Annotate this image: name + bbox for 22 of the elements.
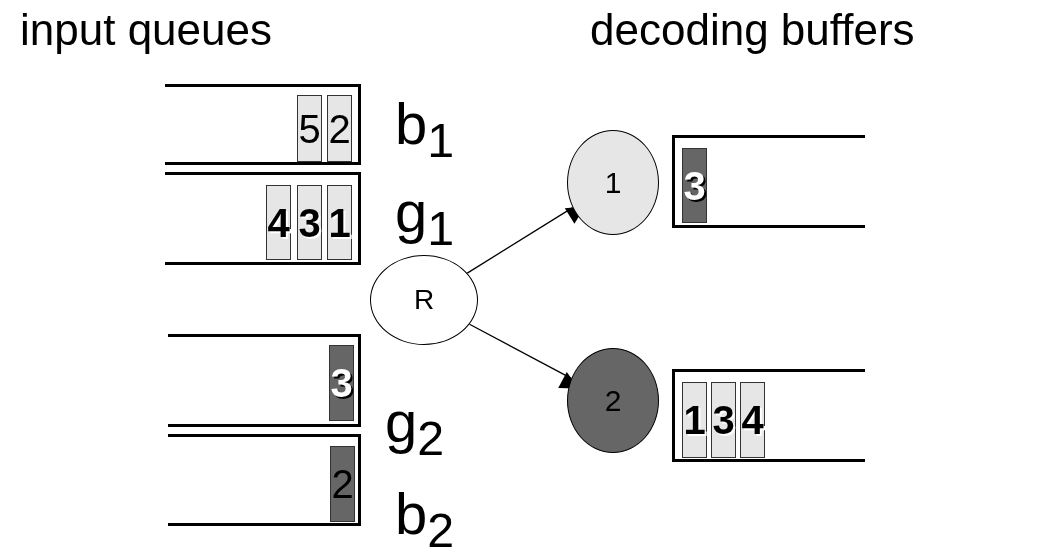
node-circle: 2 [567,348,659,453]
heading: decoding buffers [590,8,915,52]
queue-label: b$_{1}$ [395,95,455,164]
node-circle: R [370,255,478,345]
queue-label: b$_{2}$ [395,485,455,554]
packet: 5 [297,95,322,162]
queue-label: g$_{2}$ [385,393,445,462]
packet: 1 [327,185,352,260]
buffer-box [672,135,865,228]
packet: 2 [327,95,352,162]
packet: 4 [740,382,765,458]
queue-label: g$_{1}$ [395,183,455,252]
packet: 1 [682,382,707,458]
packet: 3 [682,148,707,223]
buffer-box [672,369,865,462]
packet: 3 [329,345,354,421]
packet: 4 [266,185,291,260]
heading: input queues [20,8,272,52]
node-circle: 1 [567,130,659,235]
packet: 3 [297,185,322,260]
packet: 2 [330,446,355,522]
packet: 3 [711,382,736,458]
